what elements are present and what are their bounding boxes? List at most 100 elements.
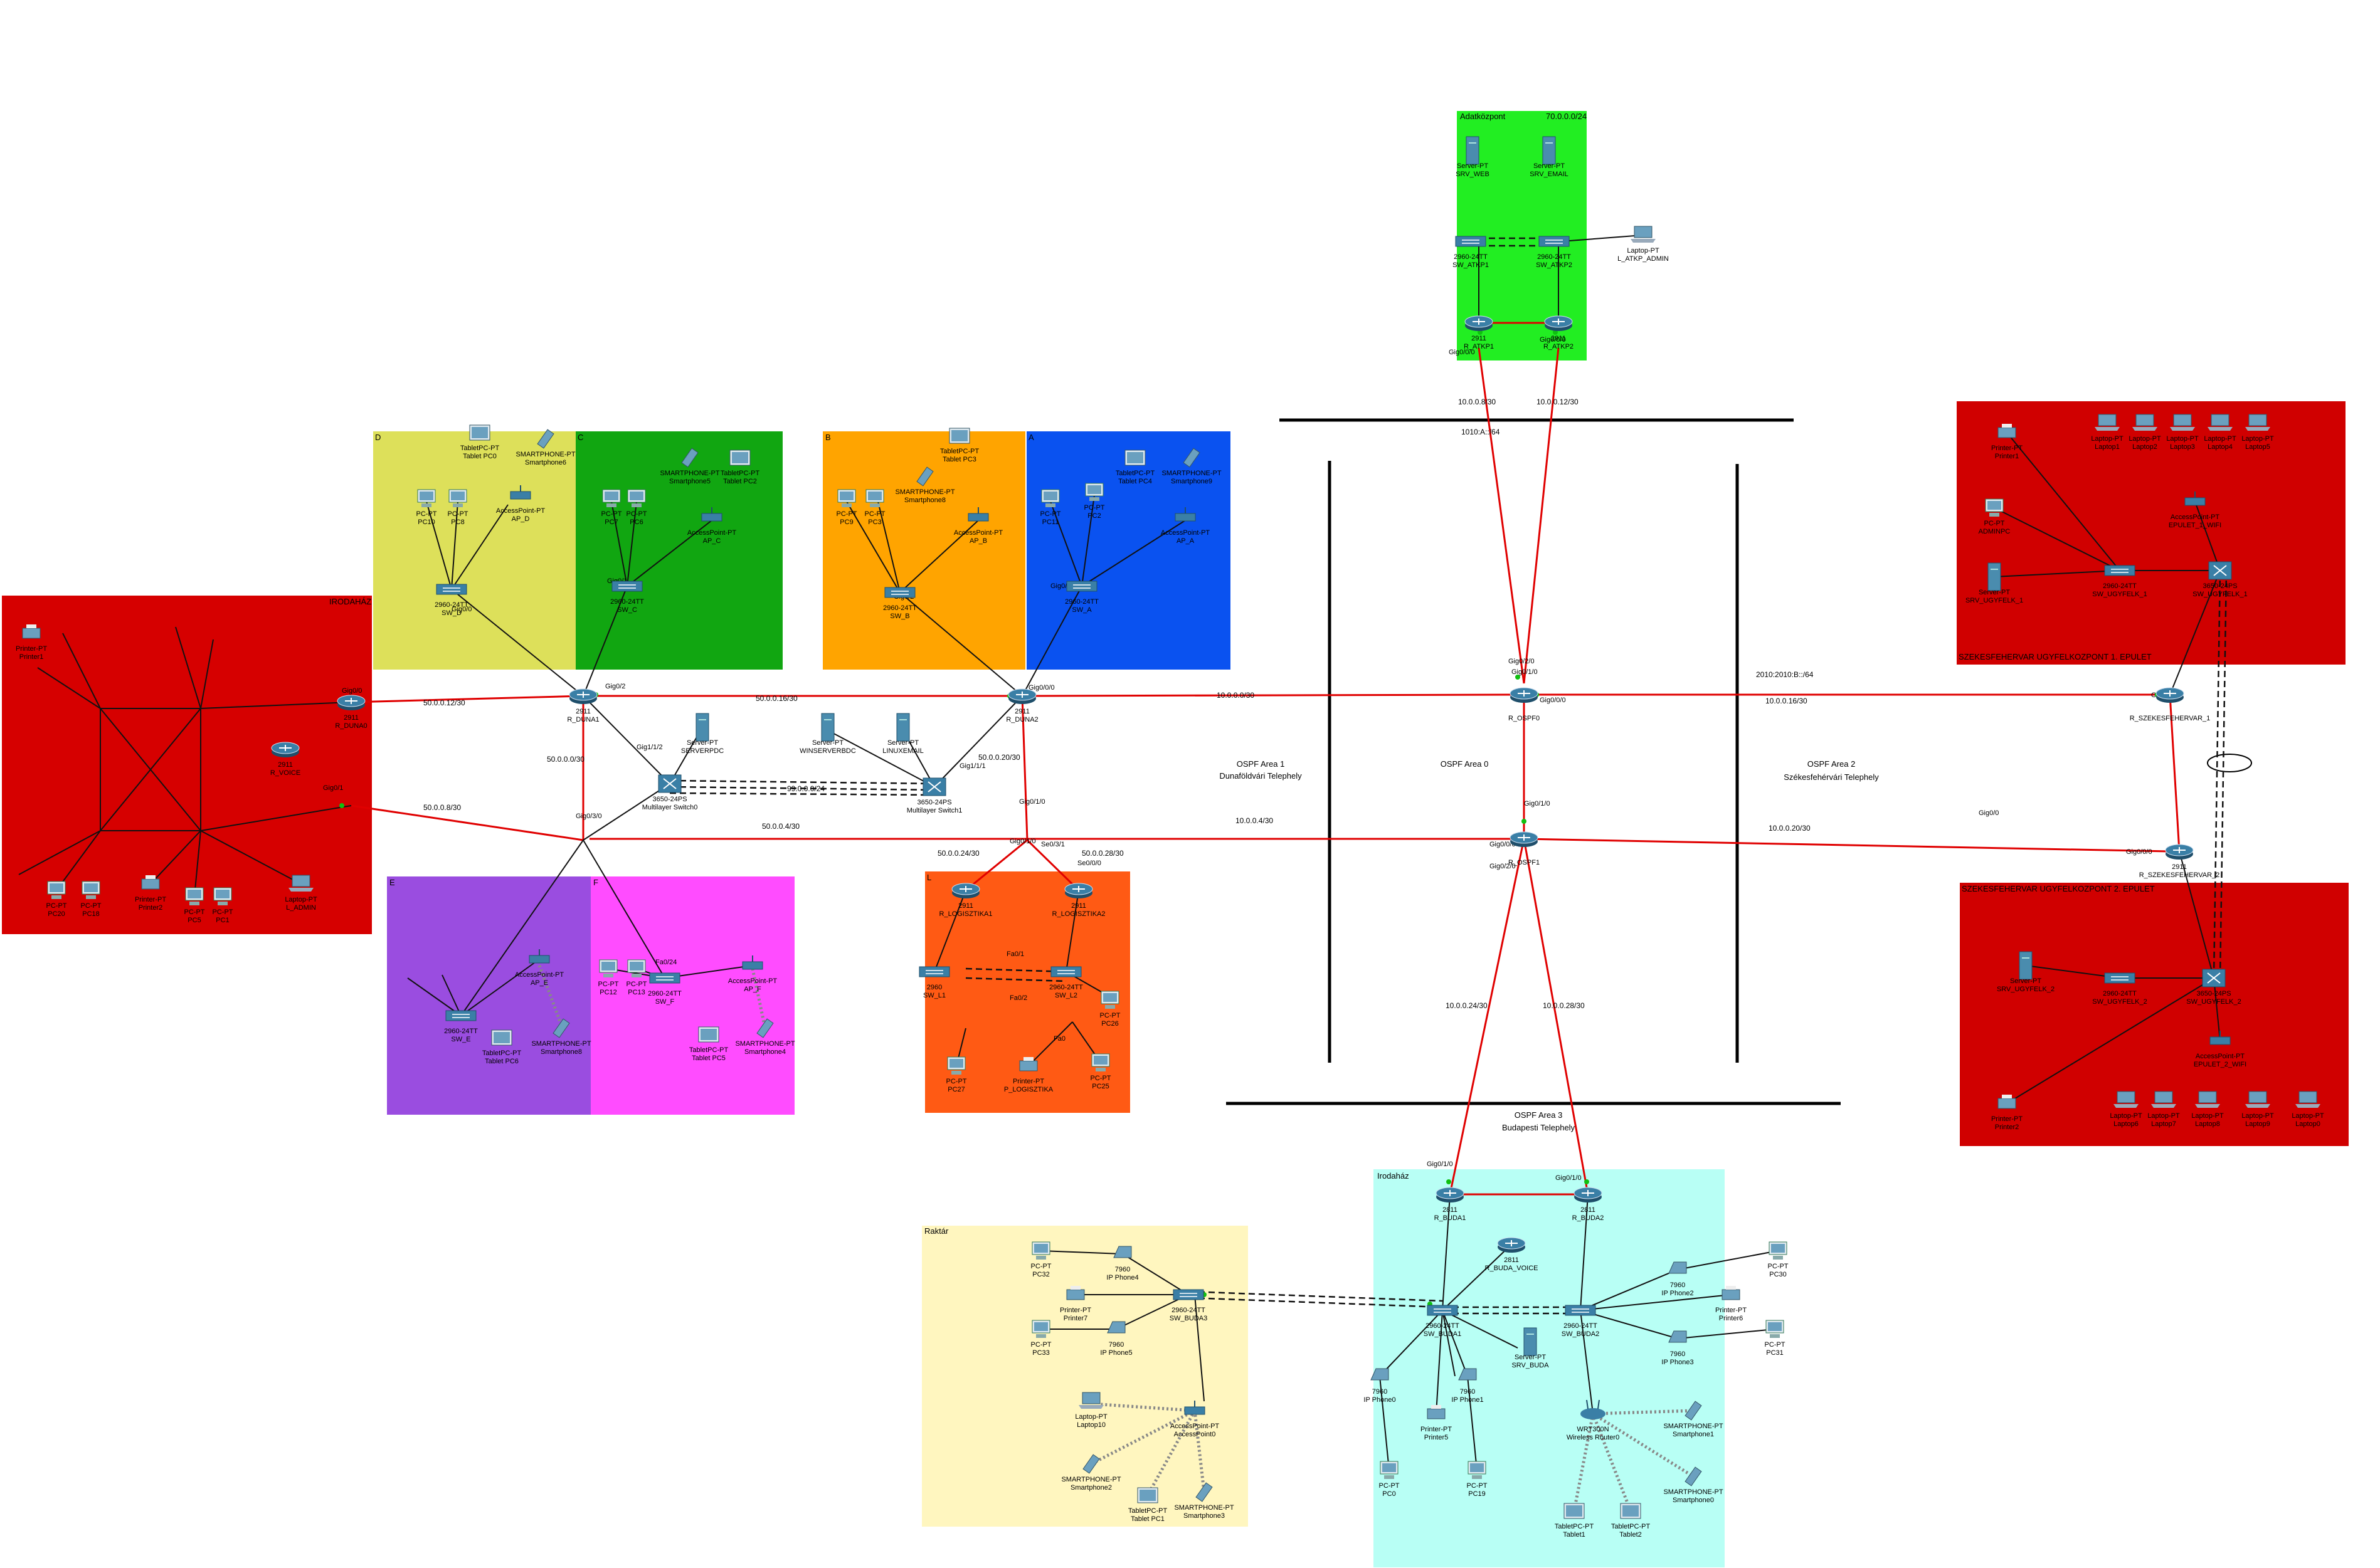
- device-p-logisztika[interactable]: Printer-PTP_LOGISZTIKA: [1004, 1057, 1054, 1093]
- device-r-ospf0[interactable]: R_OSPF0: [1508, 687, 1540, 722]
- device-l-admin[interactable]: Laptop-PTL_ADMIN: [285, 875, 317, 912]
- device-l-atkp-admin[interactable]: Laptop-PTL_ATKP_ADMIN: [1617, 226, 1669, 263]
- device-r-szekesfehervar-1[interactable]: R_SZEKESFEHERVAR_1: [2130, 687, 2211, 722]
- device-r-ospf1[interactable]: R_OSPF1: [1508, 831, 1540, 866]
